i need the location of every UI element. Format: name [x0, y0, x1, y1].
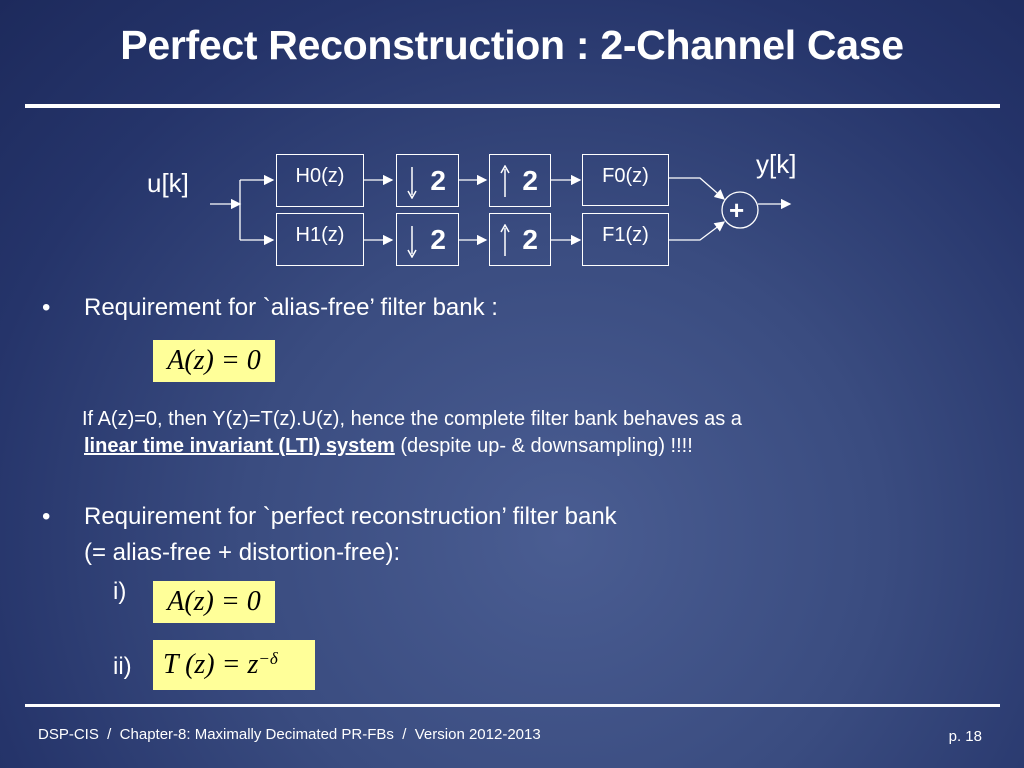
upsampler-bottom: 2 — [489, 213, 551, 266]
h0-label: H0(z) — [295, 165, 345, 187]
bullet-perfect-reconstruction: Requirement for `perfect reconstruction’… — [84, 503, 617, 530]
item-i-label: i) — [113, 578, 127, 605]
bullet-marker: • — [42, 503, 51, 530]
equation-pr-ii-exponent: −δ — [258, 649, 278, 668]
footer-course-info: DSP-CIS / Chapter-8: Maximally Decimated… — [38, 726, 541, 743]
up-arrow-icon — [500, 224, 510, 256]
upsampler-top: 2 — [489, 154, 551, 207]
synthesis-filter-f0: F0(z) — [582, 154, 669, 206]
f1-label: F1(z) — [602, 224, 649, 246]
adder-circle — [721, 191, 759, 229]
equation-pr-i: A(z) = 0 — [153, 581, 275, 623]
slide-title: Perfect Reconstruction : 2-Channel Case — [120, 22, 904, 68]
up-factor-top: 2 — [522, 164, 538, 196]
analysis-filter-h0: H0(z) — [276, 154, 364, 207]
diagram-wiring — [210, 174, 792, 246]
bullet-alias-free: Requirement for `alias-free’ filter bank… — [84, 294, 498, 321]
f0-label: F0(z) — [602, 165, 649, 187]
title-divider — [25, 104, 1000, 108]
equation-pr-ii: T (z) = z−δ — [153, 640, 315, 690]
output-signal-label: y[k] — [756, 149, 797, 179]
synthesis-filter-f1: F1(z) — [582, 213, 669, 266]
equation-alias-free: A(z) = 0 — [153, 340, 275, 382]
downsampler-bottom: 2 — [396, 213, 459, 266]
up-arrow-icon — [500, 165, 510, 197]
h1-label: H1(z) — [295, 224, 345, 246]
down-arrow-icon — [407, 226, 417, 258]
up-factor-bottom: 2 — [522, 223, 538, 255]
down-factor-bottom: 2 — [430, 223, 446, 255]
analysis-filter-h1: H1(z) — [276, 213, 364, 266]
lti-emphasis: linear time invariant (LTI) system — [84, 435, 395, 457]
down-factor-top: 2 — [430, 164, 446, 196]
downsampler-top: 2 — [396, 154, 459, 207]
equation-pr-ii-lhs: T (z) = z — [163, 649, 259, 680]
input-signal-label: u[k] — [147, 168, 189, 198]
lti-note-rest: (despite up- & downsampling) !!!! — [394, 435, 693, 457]
bullet-marker: • — [42, 294, 51, 321]
adder-plus-sign: + — [729, 195, 745, 225]
lti-note-line1: If A(z)=0, then Y(z)=T(z).U(z), hence th… — [82, 408, 742, 430]
footer-divider — [25, 704, 1000, 707]
item-ii-label: ii) — [113, 653, 132, 680]
lti-note-line2: linear time invariant (LTI) system (desp… — [84, 435, 693, 458]
page-number: p. 18 — [948, 728, 982, 745]
bullet-pr-subtext: (= alias-free + distortion-free): — [84, 539, 401, 566]
down-arrow-icon — [407, 167, 417, 199]
